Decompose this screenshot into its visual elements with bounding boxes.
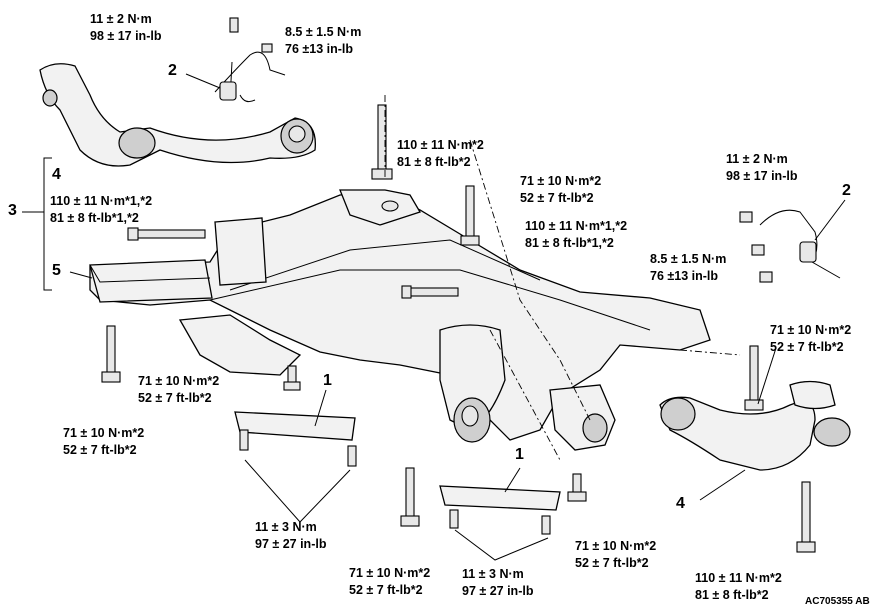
- cover-plate-bottom: [439, 485, 561, 511]
- callout-3: 3: [8, 202, 17, 219]
- bolt-sensor-right-b: [751, 244, 765, 256]
- leader-2-left: [185, 73, 221, 89]
- upper-arm-left-bushing-inner: [288, 125, 306, 143]
- bolt-plate-bottom-a: [449, 509, 459, 529]
- lower-right-bushing: [582, 413, 608, 443]
- bolt-center-left-head: [283, 381, 301, 391]
- callout-4-right: 4: [676, 495, 685, 512]
- bolt-bottom-center-left-head: [400, 515, 420, 527]
- center-mount-bushing-inner: [461, 405, 479, 427]
- callout-3-bracket: [43, 157, 52, 291]
- crossmember-lower-right: [549, 384, 616, 451]
- upper-arm-right-top: [789, 380, 836, 410]
- bracket-left: [214, 217, 267, 286]
- bolt-bottom-center-right-head: [567, 491, 587, 502]
- drawing-code: AC705355 AB: [805, 596, 870, 607]
- callout-1-center: 1: [323, 372, 332, 389]
- crossmember-rail: [209, 269, 651, 331]
- bolt-center-right-head: [460, 235, 480, 246]
- bolt-right-bottom: [801, 481, 811, 545]
- dash-center-c: [489, 329, 561, 461]
- upper-arm-right-ball: [813, 417, 851, 447]
- bolt-plate-left-b: [347, 445, 357, 467]
- cover-plate-left: [234, 411, 356, 441]
- bolt-plate-bottom-b: [541, 515, 551, 535]
- leader-rr-torque: [757, 347, 777, 405]
- bolt-right-vertical: [749, 345, 759, 403]
- callout-1-bottom: 1: [515, 446, 524, 463]
- bolt-right-bottom-head: [796, 541, 816, 553]
- crossmember-rail-2: [229, 239, 541, 291]
- bolt-center-horizontal: [407, 287, 459, 297]
- callout-5: 5: [52, 262, 61, 279]
- bolt-sensor-right-c: [759, 271, 773, 283]
- upper-arm-left-ball: [42, 89, 58, 107]
- bolt-left-horizontal: [134, 229, 206, 239]
- bolt-left-vertical-head: [101, 371, 121, 383]
- upper-arm-left-pivot: [118, 127, 156, 159]
- bolt-center-tall-head: [371, 168, 393, 180]
- callout-4-left: 4: [52, 166, 61, 183]
- bolt-bottom-center-right: [572, 473, 582, 495]
- crossmember-tower: [339, 189, 421, 226]
- dash-center-b: [679, 349, 741, 356]
- bolt-left-horizontal-head: [127, 227, 139, 241]
- bolt-plate-left-a: [239, 429, 249, 451]
- upper-arm-right-bushing: [660, 397, 696, 431]
- leader-plate-bottom: [454, 529, 549, 561]
- dash-center-a: [469, 139, 591, 421]
- crossmember-lower-left: [178, 314, 302, 376]
- sensor-left-body: [219, 81, 237, 101]
- crossmember-tower-hole: [381, 200, 399, 212]
- bolt-center-horizontal-head: [401, 285, 412, 299]
- bolt-center-right: [465, 185, 475, 239]
- bolt-sensor-right-a: [739, 211, 753, 223]
- leader-2-right: [814, 199, 846, 241]
- upper-arm-left: [39, 63, 316, 167]
- front-member-5-top: [89, 264, 211, 283]
- leader-1-bottom: [504, 467, 521, 493]
- bolt-sensor-left-mid: [261, 43, 273, 53]
- leader-plate-left: [244, 459, 351, 523]
- callout-2-right: 2: [842, 182, 851, 199]
- front-member-5: [89, 259, 213, 303]
- bolt-bottom-center-left: [405, 467, 415, 519]
- callout-2-left: 2: [168, 62, 177, 79]
- leader-4-right: [699, 469, 746, 501]
- leader-1-center: [314, 389, 327, 427]
- bolt-sensor-left-top: [229, 17, 239, 33]
- bolt-right-vertical-head: [744, 399, 764, 411]
- sensor-right-body: [799, 241, 817, 263]
- leader-5: [69, 271, 93, 279]
- bolt-left-vertical: [106, 325, 116, 375]
- bolt-center-left: [287, 365, 297, 385]
